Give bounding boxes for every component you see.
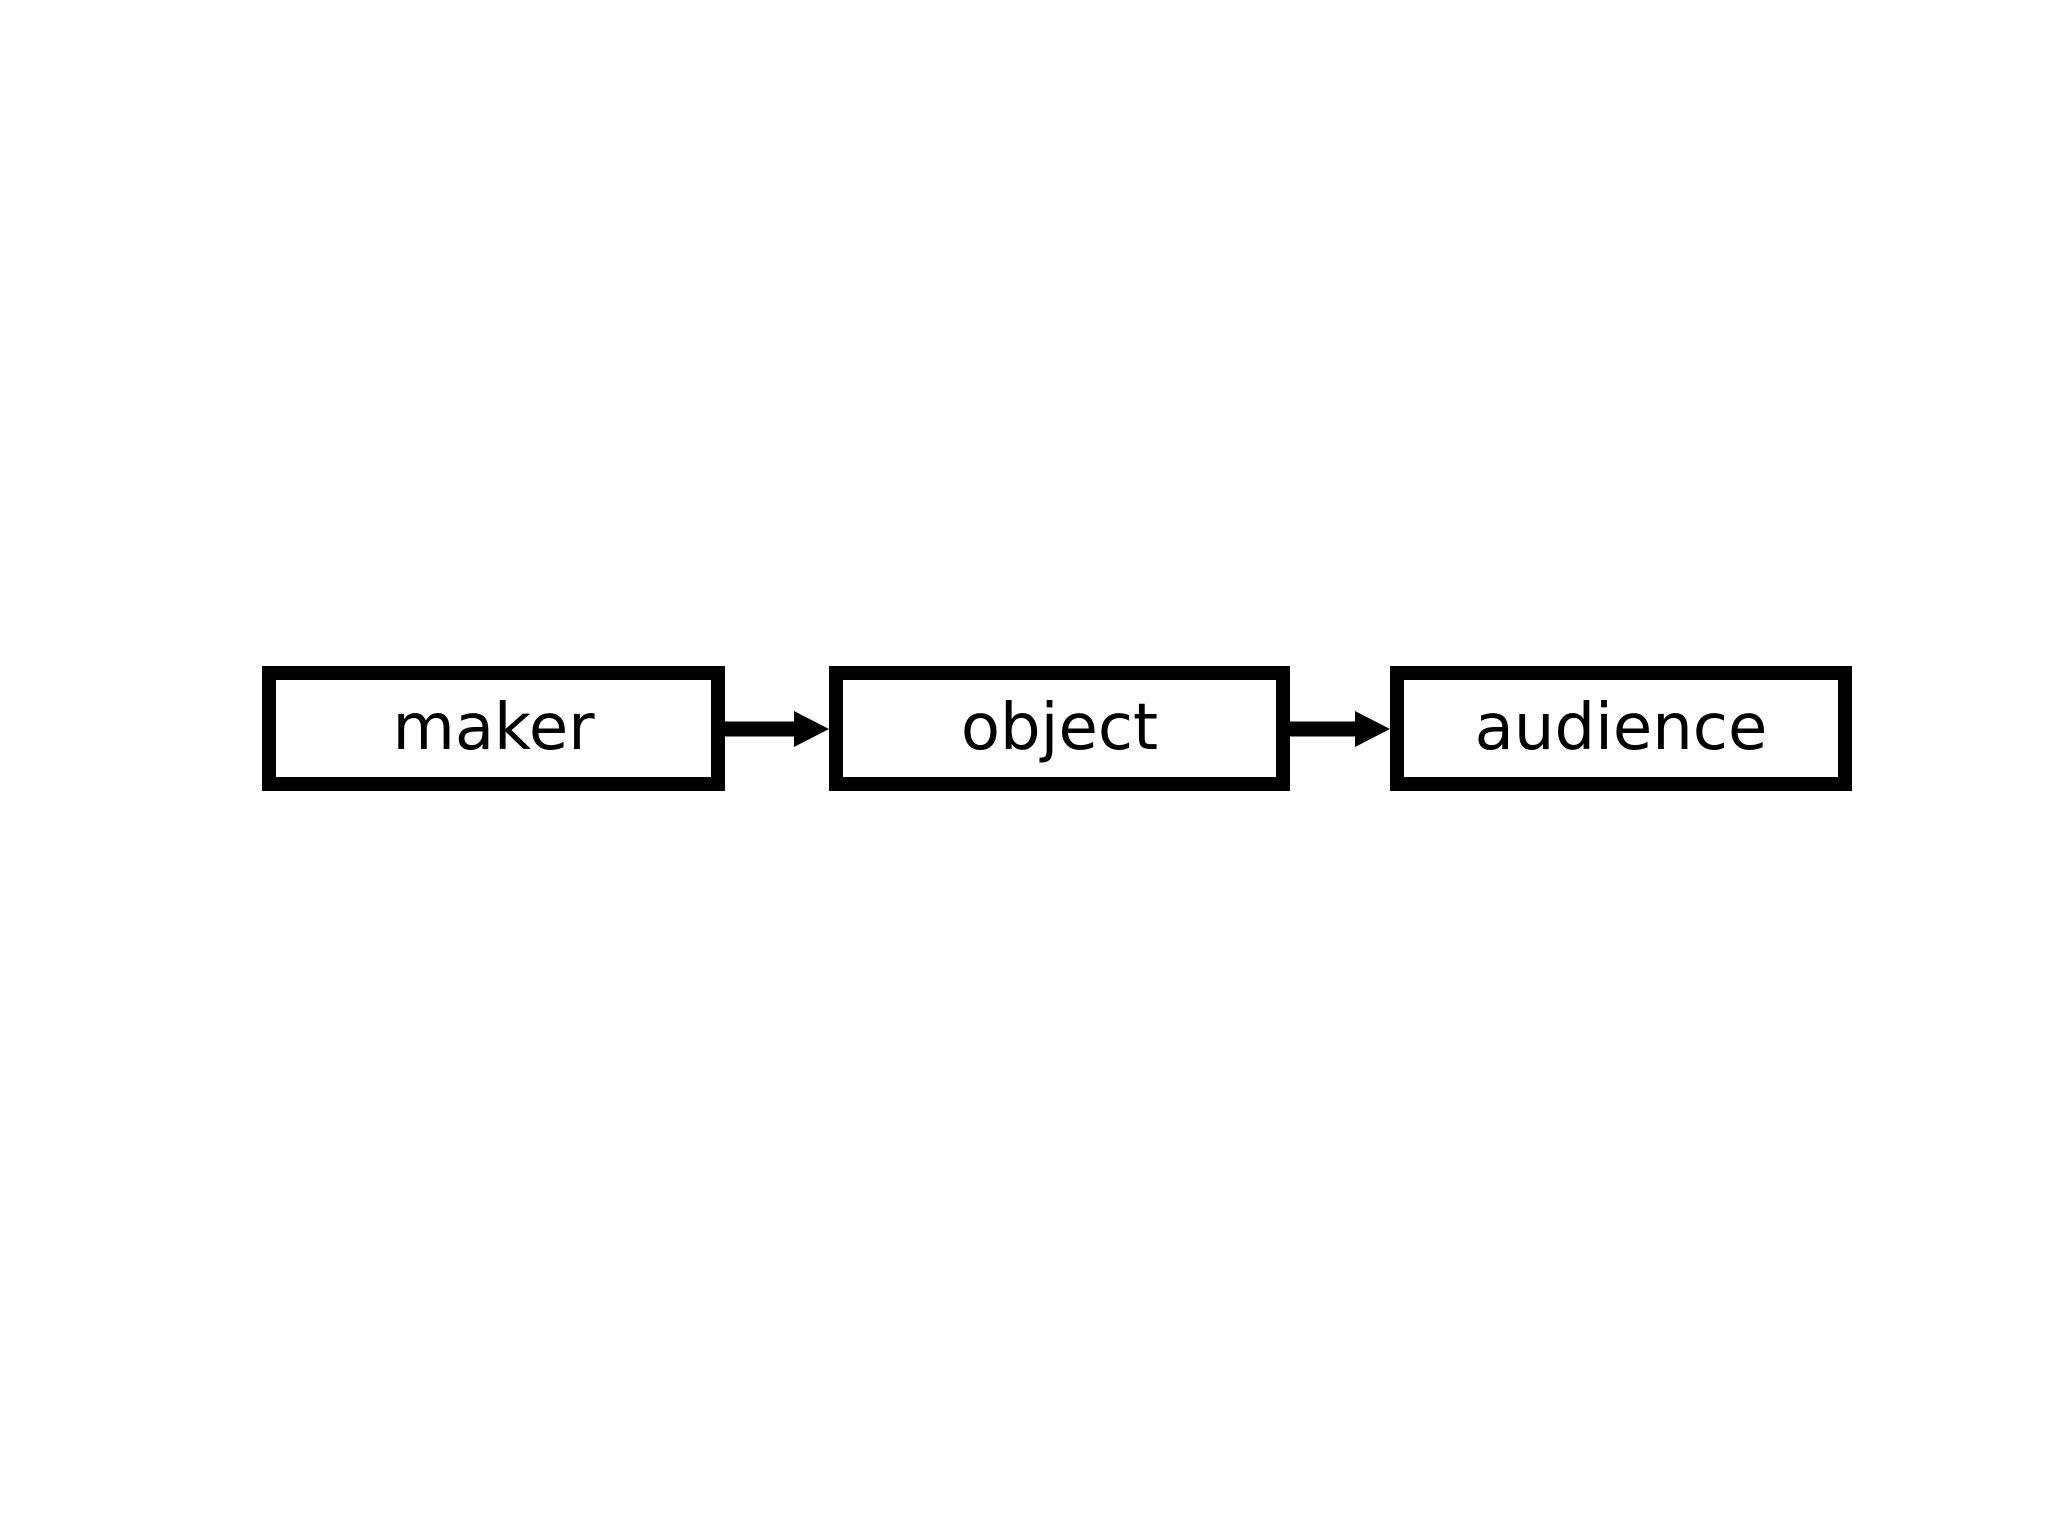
node-maker-label: maker [392,690,595,765]
edge-line-icon [1290,721,1357,736]
node-audience-label: audience [1474,690,1768,765]
arrowhead-right-icon [794,710,829,747]
edge-line-icon [725,721,797,736]
edge-object-to-audience[interactable] [1290,710,1390,747]
node-object[interactable]: object [829,666,1290,791]
node-maker[interactable]: maker [262,666,725,791]
edge-maker-to-object[interactable] [725,710,829,747]
flow-row: maker object audience [262,666,1852,791]
node-audience[interactable]: audience [1390,666,1852,791]
node-object-label: object [960,690,1159,765]
arrowhead-right-icon [1355,710,1390,747]
